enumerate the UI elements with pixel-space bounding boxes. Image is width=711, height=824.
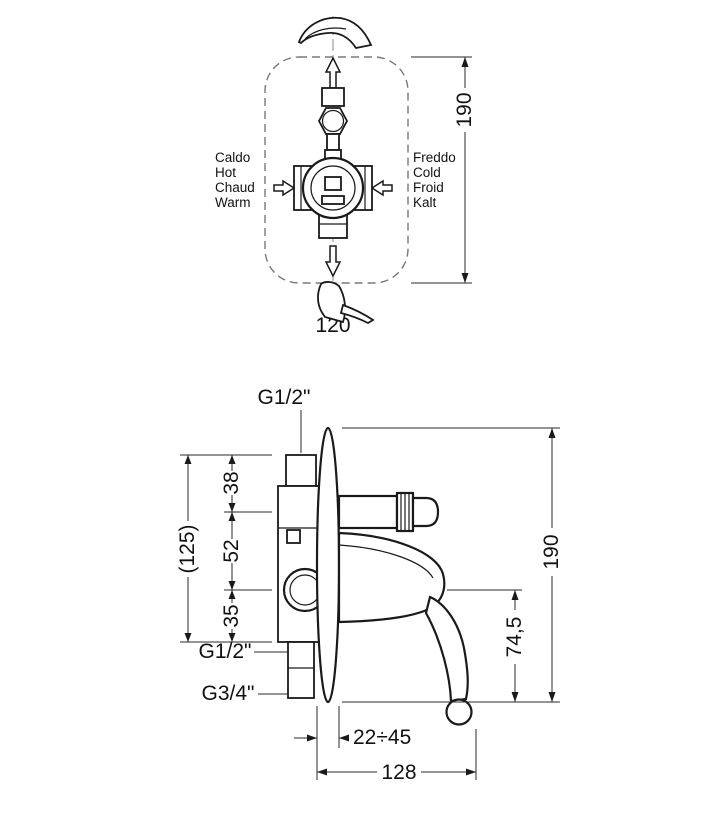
body-block <box>277 485 321 643</box>
wall-plate-side <box>315 426 341 704</box>
side-view: G1/2" <box>176 386 563 784</box>
cold-label-en: Cold <box>413 165 441 180</box>
hex-nut-circle <box>321 109 345 133</box>
projection-value: 128 <box>381 761 416 784</box>
projection-dimension: 128 <box>317 729 477 784</box>
left-dimension-chain: 38 52 35 <box>180 454 272 643</box>
flow-up-arrow <box>324 56 342 89</box>
plate-height-dimension: 190 <box>342 427 563 703</box>
body-detail-square <box>286 529 301 544</box>
cold-label-it: Freddo <box>413 150 456 165</box>
outlet-thread-labels: G1/2" G3/4" <box>199 640 289 705</box>
cartridge-inner-circle <box>310 165 356 211</box>
cold-inlet-arrow <box>370 179 393 197</box>
cartridge-square <box>324 176 342 191</box>
hot-label-en: Hot <box>215 165 236 180</box>
hand-shower-sketch <box>317 281 375 325</box>
cold-label-de: Kalt <box>413 195 437 210</box>
overall-value: (125) <box>176 524 199 573</box>
handle-ball-end <box>445 698 473 726</box>
handle-offset-dimension: 74,5 <box>447 589 526 702</box>
seg-mid-value: 52 <box>220 539 243 562</box>
hot-label-de: Warm <box>215 195 251 210</box>
front-height-value: 190 <box>453 92 476 127</box>
hot-labels: Caldo Hot Chaud Warm <box>215 150 255 210</box>
plate-height-value: 190 <box>540 534 563 569</box>
valve-body-front <box>293 87 373 239</box>
bell-escutcheon <box>337 531 446 624</box>
bottom-outlet-pipe <box>287 641 315 699</box>
seg-bottom-value: 35 <box>220 604 243 627</box>
valve-stem <box>326 133 340 151</box>
outlet-large-label: G3/4" <box>202 682 255 705</box>
inlet-pipe <box>321 87 345 107</box>
depth-range-value: 22÷45 <box>353 726 411 749</box>
cold-labels: Freddo Cold Froid Kalt <box>413 150 456 210</box>
spout-sketch <box>297 16 373 50</box>
hot-inlet-arrow <box>273 179 296 197</box>
hex-nut <box>317 107 349 135</box>
mounting-plate-outline <box>264 56 409 284</box>
cold-label-fr: Froid <box>413 180 444 195</box>
depth-range-dimension: 22÷45 <box>294 706 411 780</box>
handle-assembly <box>337 531 473 726</box>
cartridge-slot <box>321 195 345 205</box>
hot-label-it: Caldo <box>215 150 250 165</box>
seg-top-value: 38 <box>220 471 243 494</box>
top-thread-label: G1/2" <box>258 386 311 409</box>
front-height-dimension: 190 <box>411 56 476 284</box>
overall-125-dimension: (125) <box>176 455 199 642</box>
lever-handle <box>424 595 469 703</box>
outlet-small-label: G1/2" <box>199 640 252 663</box>
diverter-knob <box>337 491 440 533</box>
handle-offset-value: 74,5 <box>503 617 526 658</box>
front-view: Caldo Hot Chaud Warm Freddo Cold Froid K… <box>215 16 476 337</box>
hot-label-fr: Chaud <box>215 180 255 195</box>
flow-down-arrow <box>324 245 342 278</box>
top-inlet-pipe <box>285 454 317 487</box>
